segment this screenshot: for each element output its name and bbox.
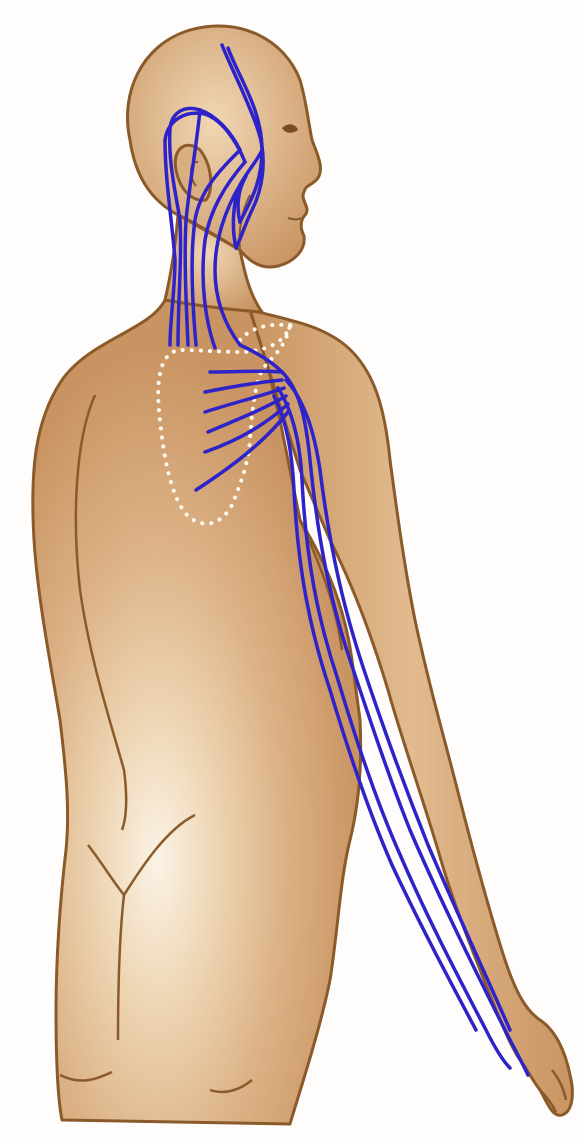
head (128, 26, 321, 267)
